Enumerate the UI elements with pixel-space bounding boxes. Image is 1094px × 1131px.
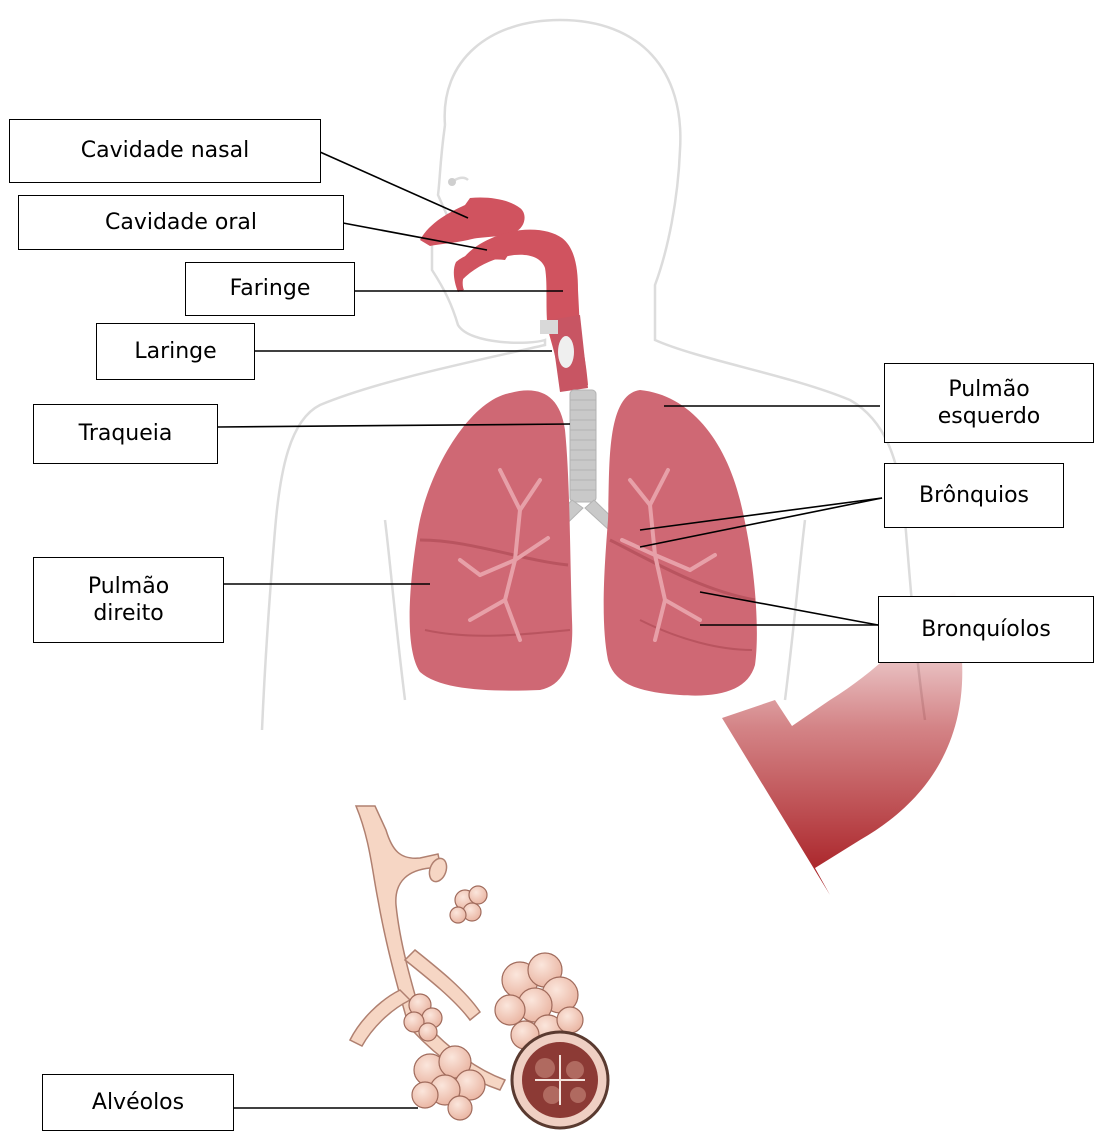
left-lung [604,390,757,696]
label-bronchi: Brônquios [884,463,1064,528]
label-left-lung: Pulmão esquerdo [884,363,1094,443]
label-nasal-cavity: Cavidade nasal [9,119,321,183]
label-oral-cavity: Cavidade oral [18,195,344,250]
label-alveoli: Alvéolos [42,1074,234,1131]
label-pharynx: Faringe [185,262,355,316]
larynx [540,315,588,392]
label-right-lung: Pulmão direito [33,557,224,643]
label-larynx: Laringe [96,323,255,380]
alveolus-cross-section [512,1032,608,1128]
label-trachea: Traqueia [33,404,218,464]
right-lung [410,390,573,690]
eye-icon [448,178,456,186]
label-bronchioles: Bronquíolos [878,596,1094,663]
body-silhouette [262,20,925,730]
bronchiole-tree [350,806,505,1090]
oral-cavity [454,250,510,292]
